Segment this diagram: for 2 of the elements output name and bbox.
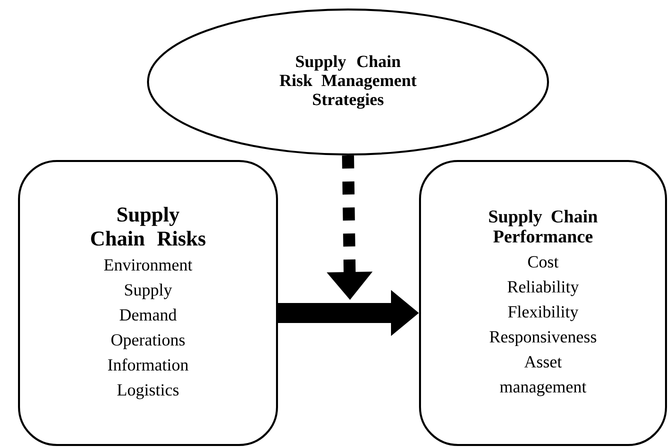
text-box: Supply Chain Performance Cost Reliability Flexibility Responsiveness Asset management (419, 160, 667, 446)
text-box: Supply Chain Risks Environment Supply Demand Operations Information Logistics (18, 160, 278, 446)
